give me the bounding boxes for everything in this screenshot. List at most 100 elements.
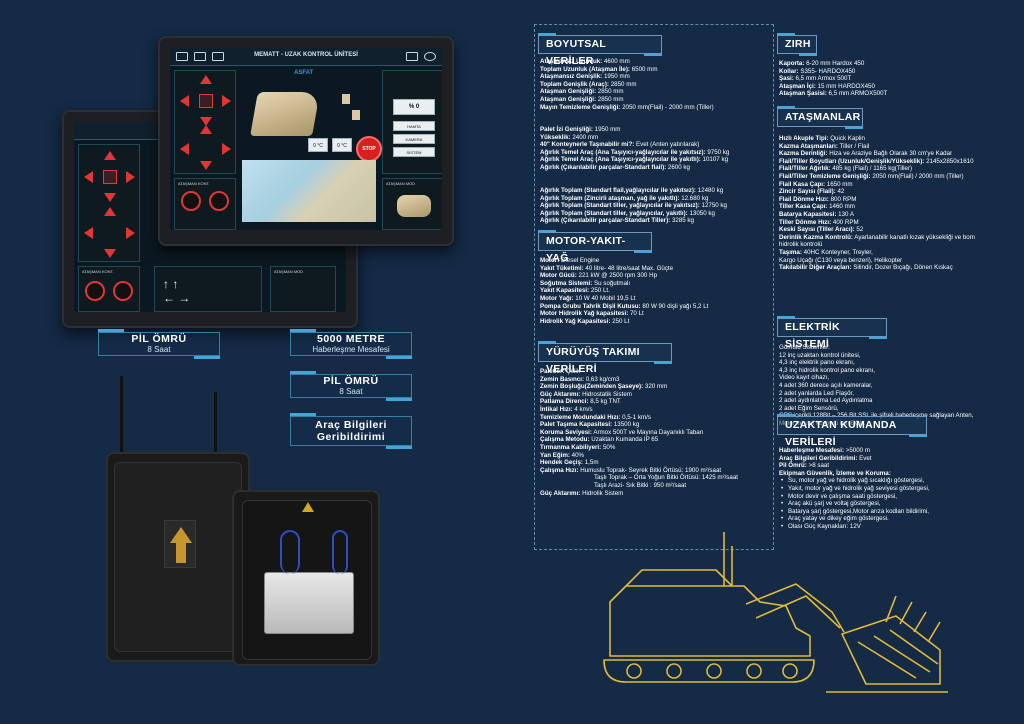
shift-button[interactable] <box>181 191 201 211</box>
map-view[interactable] <box>242 160 376 222</box>
bullet-item: Su, motor yağ ve hidrolik yağ sıcaklığı … <box>779 477 930 485</box>
battery-life-title-1: PİL ÖMRÜ <box>131 333 187 345</box>
arrow-up-icon[interactable] <box>200 75 212 84</box>
spec-row: Gömülü Sistemler: <box>779 344 830 351</box>
spec-row: Kargo Uçağı (C130 veya benzeri), Helikop… <box>779 256 903 264</box>
spec-row: 2 adet Eğim Sensörü, <box>779 404 839 412</box>
arrow-left-icon[interactable] <box>180 143 189 155</box>
arrow-down-icon[interactable] <box>200 161 212 170</box>
arrow-up-icon[interactable] <box>200 125 212 134</box>
back-left-control-panel <box>78 144 140 262</box>
arrow-right-icon[interactable] <box>126 171 135 183</box>
battery-icon <box>176 52 188 61</box>
spec-row: Ağırlık Temel Araç (Ana Taşıyıcı-yağlayı… <box>540 148 730 156</box>
spec-row: Tırmanma Kabiliyeri: 50% <box>540 443 616 451</box>
temp-value-2: 0 °C <box>337 143 347 149</box>
arrow-up-icon[interactable] <box>104 207 116 216</box>
motor-block: Motor: Diesel Engine Yakıt Tüketimi: 40 … <box>540 257 708 325</box>
spec-row: Zemin Boşluğu(Zeminden Şaseye): 320 mm <box>540 383 668 391</box>
spec-row: Temizleme Modundaki Hızı: 0,5-1 km/s <box>540 413 651 421</box>
battery-life-sub-1: 8 Saat <box>147 345 171 354</box>
spec-row: Soğutma Sistemi: Su soğutmalı <box>540 279 631 287</box>
spec-row: Ağırlık Toplam (Standart tiller, yağlayı… <box>540 202 727 210</box>
dpad-center[interactable] <box>199 94 213 108</box>
tablet-front: MEMATT - UZAK KONTROL ÜNİTESİ ASFAT <box>158 36 454 246</box>
spec-row: 4,3 inç hidrolik kontrol pano ekranı, <box>779 366 875 374</box>
hamta-button[interactable]: HAMTA <box>393 121 435 131</box>
back-direction-pad-2 <box>84 207 136 259</box>
spec-row: Yakıt Kapasitesi: 250 Lt. <box>540 287 610 295</box>
dpad-center[interactable] <box>103 170 117 184</box>
arrow-right-icon[interactable] <box>222 143 231 155</box>
battery-life-title-2: PİL ÖMRÜ <box>323 375 379 387</box>
kamera-button[interactable]: KAMERA <box>393 134 435 144</box>
front-direction-pad <box>180 75 232 127</box>
orange-arrow-icon <box>164 520 196 568</box>
drawing-wheel <box>782 663 798 679</box>
vehicle-3d-model <box>250 92 320 136</box>
yuruyus-block: Paletler: Çelik Zemin Basıncı: 0,63 kg/c… <box>540 368 738 497</box>
drawing-wheel <box>626 663 642 679</box>
arrow-down-icon[interactable] <box>104 193 116 202</box>
spec-row-indented: Taşlı Arazi- Sık Bitki : 950 m²/saat <box>594 481 687 489</box>
arrow-right-icon[interactable] <box>222 95 231 107</box>
spec-row: Flail Kasa Çapı: 1650 mm <box>779 180 853 188</box>
spec-row: Yükseklik: 2400 mm <box>540 133 599 141</box>
arrow-left-icon[interactable] <box>84 171 93 183</box>
eng-button[interactable] <box>209 191 229 211</box>
front-right-bottom-panel: ATAŞMAN MOD <box>382 178 442 230</box>
signal-icon <box>194 52 206 61</box>
spec-row: Ataşmansız Uzunluk: 4600 mm <box>540 58 630 65</box>
drawing-flail-ribs <box>857 629 939 679</box>
settings-icon[interactable] <box>424 52 436 61</box>
spec-row: Paletler: Çelik <box>540 368 580 375</box>
blue-cable-right <box>332 530 348 574</box>
spec-row: Kaporta: 6-20 mm Hardox 450 <box>779 60 865 67</box>
sistem-button[interactable]: SİSTEM <box>393 147 435 157</box>
spec-row: Ataşman Genişliği: 2850 mm <box>540 88 624 96</box>
back-bottom-joystick-panel: ↑ ↑← → <box>154 266 262 312</box>
spec-row: Flail/Tiller Boyutları (Uzunluk/Genişlik… <box>779 157 974 165</box>
uzaktan-block: Haberleşme Mesafesi: >5000 m Araç Bilgil… <box>779 447 930 531</box>
joystick-arrows-icon: ↑ ↑← → <box>163 277 191 305</box>
spec-row: Ataşman İçi: 15 mm HARDOX450 <box>779 82 875 90</box>
spec-row: Yan Eğim: 40% <box>540 451 585 459</box>
arrow-right-icon[interactable] <box>126 227 135 239</box>
yuruyus-header: YÜRÜYÜŞ TAKIMI VERİLERİ <box>538 341 672 375</box>
spec-row: Pil Ömrü: >8 saat <box>779 462 830 470</box>
front-panel-label-2: ATAŞMAN MOD <box>386 181 416 186</box>
arrow-left-icon[interactable] <box>180 95 189 107</box>
temp-icon <box>212 52 224 61</box>
attachment-model <box>397 195 431 217</box>
arrow-left-icon[interactable] <box>84 227 93 239</box>
front-direction-pad-2 <box>180 125 232 171</box>
temp-value-1: 0 °C <box>313 143 323 149</box>
stop-button[interactable]: STOP <box>356 136 382 162</box>
arrow-down-icon[interactable] <box>104 249 116 258</box>
spec-row: Derinlik Kazma Kontrolü: Ayarlanabilir k… <box>779 233 975 241</box>
antenna-right <box>214 392 217 456</box>
kamera-label: KAMERA <box>405 137 423 142</box>
spec-row: Ağırlık (Çıkarılabilir parçalar-Standart… <box>540 163 690 171</box>
spec-row: Kazma Derinliği: Hiza ve Araziye Bağlı O… <box>779 150 953 158</box>
blue-cable-left <box>280 530 300 574</box>
boyutsal-group-3: Ağırlık Toplam (Standart flail,yağlayıcı… <box>540 187 727 225</box>
spec-row: Ataşmansız Genişlik: 1950 mm <box>540 73 630 81</box>
arrow-up-icon[interactable] <box>104 151 116 160</box>
spec-row: Toplam Genişlik (Araç): 2850 mm <box>540 80 637 88</box>
arrow-down-icon[interactable] <box>200 117 212 126</box>
range-title: 5000 METRE <box>316 333 386 345</box>
range-sub: Haberleşme Mesafesi <box>312 345 390 354</box>
percent-display: % 0 <box>393 99 435 115</box>
shift-button[interactable] <box>85 281 105 301</box>
transport-case-closed <box>106 452 250 662</box>
spec-dashed-frame <box>534 24 774 550</box>
spec-row: Yakıt Tüketimi: 40 litre- 48 litre/saat … <box>540 264 674 272</box>
drawing-wheel <box>746 663 762 679</box>
feedback-label: Araç Bilgileri Geribildirimi <box>290 413 412 449</box>
fuel-icon <box>406 52 418 61</box>
atasmanlar-header: ATAŞMANLAR <box>777 106 863 129</box>
spec-row-indented: Taşlı Toprak – Orta Yoğun Bitki Örtüsü: … <box>594 474 738 482</box>
eng-button[interactable] <box>113 281 133 301</box>
vehicle-line-drawing <box>603 532 948 693</box>
